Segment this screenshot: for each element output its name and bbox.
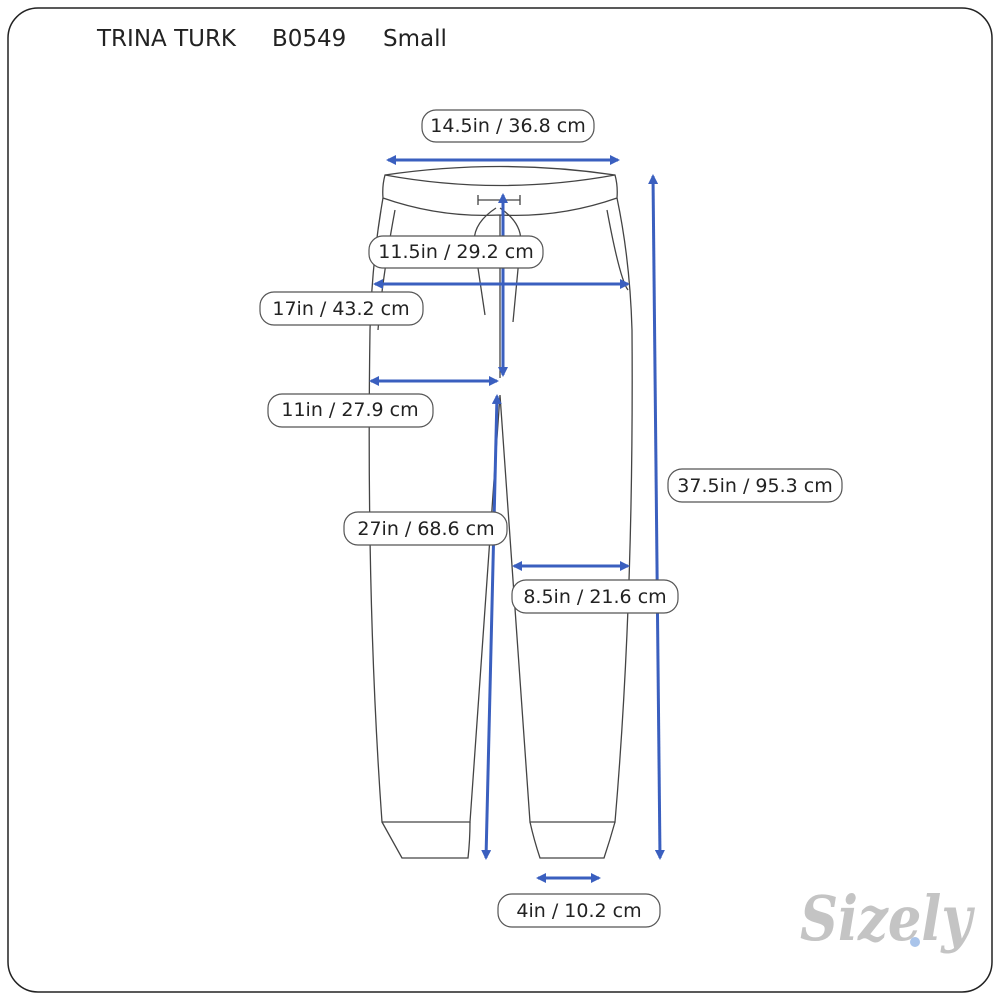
svg-text:37.5in / 95.3 cm: 37.5in / 95.3 cm <box>677 475 832 497</box>
inseam-arrow <box>481 394 502 860</box>
item-code: B0549 <box>272 26 346 52</box>
length-arrow <box>648 174 665 860</box>
brand-name: TRINA TURK <box>96 26 237 52</box>
hip-label: 17in / 43.2 cm <box>259 291 424 326</box>
svg-text:14.5in / 36.8 cm: 14.5in / 36.8 cm <box>430 115 585 137</box>
rise-label: 11.5in / 29.2 cm <box>368 235 544 269</box>
svg-text:8.5in / 21.6 cm: 8.5in / 21.6 cm <box>523 586 666 608</box>
knee-label: 8.5in / 21.6 cm <box>511 579 679 614</box>
size-label: Small <box>383 26 447 52</box>
inseam-label: 27in / 68.6 cm <box>343 511 508 546</box>
frame <box>7 7 993 993</box>
header: TRINA TURK B0549 Small <box>96 26 447 52</box>
leg-opening-label: 4in / 10.2 cm <box>497 893 661 928</box>
measurement-labels: 14.5in / 36.8 cm 11.5in / 29.2 cm 17in /… <box>259 109 843 928</box>
length-label: 37.5in / 95.3 cm <box>667 468 843 503</box>
svg-text:11in / 27.9 cm: 11in / 27.9 cm <box>281 399 418 421</box>
logo-dot <box>910 937 920 947</box>
thigh-label: 11in / 27.9 cm <box>267 393 434 428</box>
measurement-arrows <box>369 155 665 883</box>
svg-text:27in / 68.6 cm: 27in / 68.6 cm <box>357 518 494 540</box>
svg-text:11.5in / 29.2 cm: 11.5in / 29.2 cm <box>378 241 533 263</box>
svg-text:4in / 10.2 cm: 4in / 10.2 cm <box>516 900 641 922</box>
waist-label: 14.5in / 36.8 cm <box>421 109 595 143</box>
logo-text: Sizely <box>800 882 975 955</box>
sizely-logo: Sizely <box>800 882 975 955</box>
svg-text:17in / 43.2 cm: 17in / 43.2 cm <box>272 298 409 320</box>
